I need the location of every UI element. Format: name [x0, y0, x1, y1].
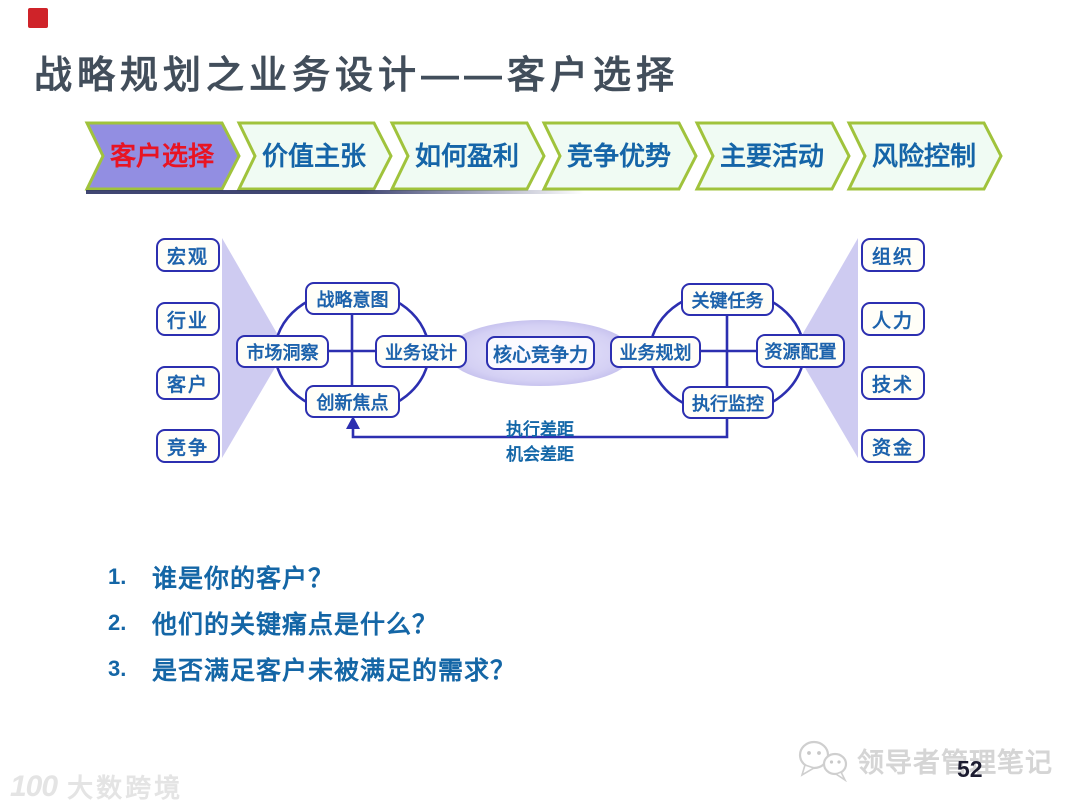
page-title: 战略规划之业务设计——客户选择	[34, 55, 680, 97]
red-corner-mark	[28, 8, 48, 28]
tab-how-to-profit[interactable]: 如何盈利	[414, 141, 519, 171]
node-key-tasks: 关键任务	[681, 283, 774, 316]
node-strategic-intent: 战略意图	[305, 282, 400, 315]
input-box-macro: 宏观	[156, 238, 220, 272]
question-item: 2. 他们的关键痛点是什么？	[108, 606, 438, 639]
question-number: 1.	[108, 563, 127, 589]
node-core-competence: 核心竞争力	[486, 336, 595, 370]
tab-customer-selection[interactable]: 客户选择	[109, 141, 214, 171]
node-business-planning: 业务规划	[610, 336, 701, 368]
bottom-right-watermark: 领导者管理笔记	[795, 738, 1053, 782]
watermark-left-text: 大数跨境	[67, 773, 184, 803]
question-text: 是否满足客户未被满足的需求？	[152, 656, 517, 685]
resource-box-organization: 组织	[861, 238, 925, 272]
resource-box-people: 人力	[861, 302, 925, 336]
tab-shape-active	[84, 121, 241, 191]
execution-gap-label: 执行差距	[506, 420, 574, 439]
tab-risk-control[interactable]: 风险控制	[871, 141, 976, 171]
opportunity-gap-label: 机会差距	[506, 445, 574, 464]
tab-shape	[541, 121, 698, 191]
tab-shape	[694, 121, 851, 191]
watermark-right-text: 领导者管理笔记	[857, 747, 1053, 778]
tab-bar-shadow	[86, 190, 584, 194]
node-market-insight: 市场洞察	[236, 335, 329, 368]
chat-bubbles-icon	[798, 740, 848, 782]
node-execution-monitoring: 执行监控	[682, 386, 774, 419]
tab-value-proposition[interactable]: 价值主张	[261, 141, 366, 171]
question-item: 3. 是否满足客户未被满足的需求？	[108, 652, 516, 685]
input-box-industry: 行业	[156, 302, 220, 336]
node-resource-allocation: 资源配置	[756, 334, 845, 368]
question-text: 他们的关键痛点是什么？	[152, 610, 439, 639]
tab-key-activities[interactable]: 主要活动	[719, 141, 824, 171]
dashu-logo-icon: 100	[10, 769, 58, 803]
question-number: 2.	[108, 609, 127, 635]
tab-ribbon-shapes	[84, 121, 1003, 191]
node-business-design: 业务设计	[375, 335, 467, 368]
page-number: 52	[957, 756, 983, 782]
tab-shape	[389, 121, 546, 191]
process-tab-bar: 客户选择 价值主张 如何盈利 竞争优势 主要活动 风险控制	[0, 121, 1080, 195]
question-number: 3.	[108, 655, 127, 681]
gap-feedback-line	[351, 418, 729, 439]
input-box-competition: 竞争	[156, 429, 220, 463]
question-text: 谁是你的客户？	[152, 564, 335, 593]
feedback-arrowhead-icon	[346, 416, 360, 429]
tab-shape	[846, 121, 1003, 191]
resource-box-capital: 资金	[861, 429, 925, 463]
question-item: 1. 谁是你的客户？	[108, 560, 334, 593]
node-innovation-focus: 创新焦点	[305, 385, 400, 418]
tab-shape	[236, 121, 393, 191]
resource-box-technology: 技术	[861, 366, 925, 400]
input-box-customer: 客户	[156, 366, 220, 400]
bottom-left-watermark: 100 大数跨境	[10, 768, 183, 805]
tab-competitive-advantage[interactable]: 竞争优势	[566, 141, 671, 171]
